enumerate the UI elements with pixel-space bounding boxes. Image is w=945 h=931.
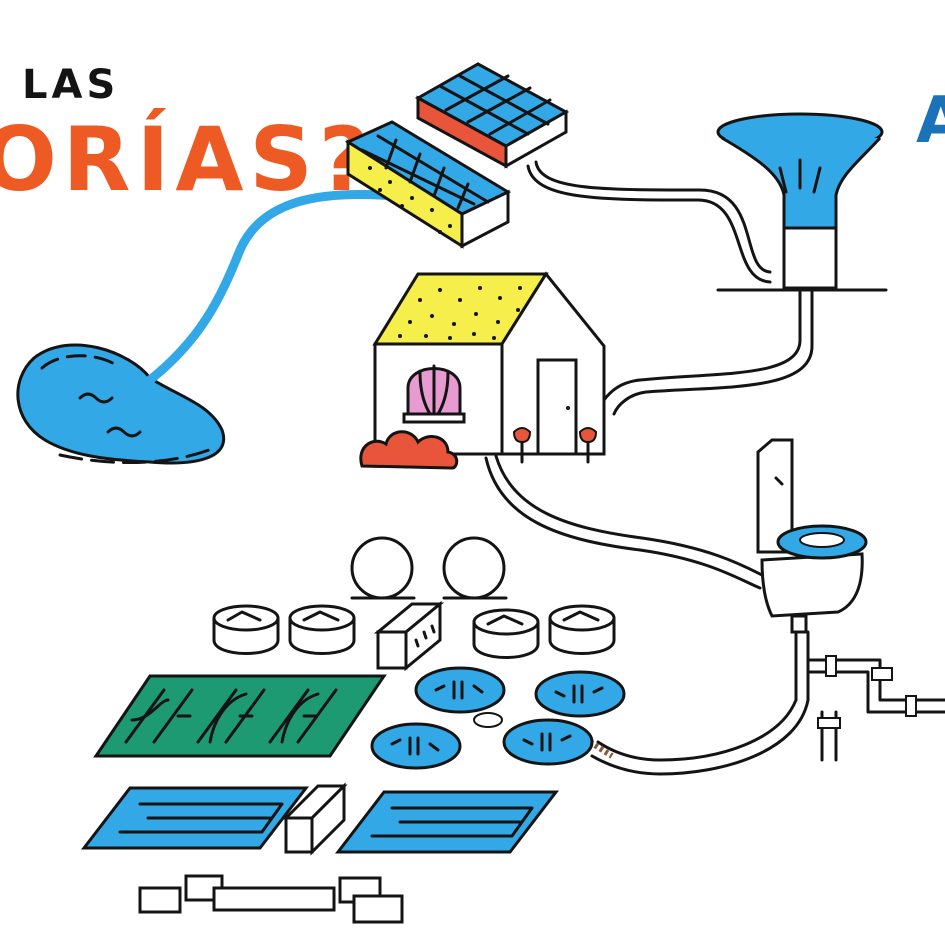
flower [578, 427, 598, 464]
title-line-1: LAS [22, 62, 119, 108]
clarifier-tank [548, 604, 616, 655]
title-line-2: ORÍAS? [0, 108, 376, 211]
water-tower-icon [716, 112, 888, 292]
pipe-rack [138, 874, 404, 924]
bush [359, 430, 459, 470]
sewer-pipe-icon [588, 630, 945, 776]
green-roof-icon [414, 62, 570, 169]
clarifier-tank [472, 608, 540, 659]
digester-tank [442, 536, 508, 600]
pipe-roof-to-tower [534, 160, 772, 274]
clarifier-tank [212, 604, 280, 655]
house-icon [359, 271, 606, 470]
window [402, 364, 466, 424]
toilet-icon [756, 438, 868, 634]
treatment-plant-icon [80, 536, 626, 924]
title-right-fragment: A [916, 84, 945, 158]
sedimentation-basin [414, 666, 506, 714]
rain-planter-icon [344, 120, 512, 249]
filtration-pond [80, 786, 310, 850]
flower [512, 427, 532, 464]
pump-building [373, 600, 445, 672]
filter-building [282, 782, 348, 856]
pond-icon [16, 343, 226, 465]
digester-tank [350, 536, 416, 600]
sedimentation-basin [502, 718, 594, 766]
door [536, 358, 578, 456]
aeration-basin [93, 674, 387, 758]
filtration-pond [334, 790, 560, 854]
stream-line [145, 189, 400, 385]
sedimentation-basin [370, 722, 462, 770]
clarifier-tank [288, 604, 356, 655]
sedimentation-basin [534, 670, 626, 718]
